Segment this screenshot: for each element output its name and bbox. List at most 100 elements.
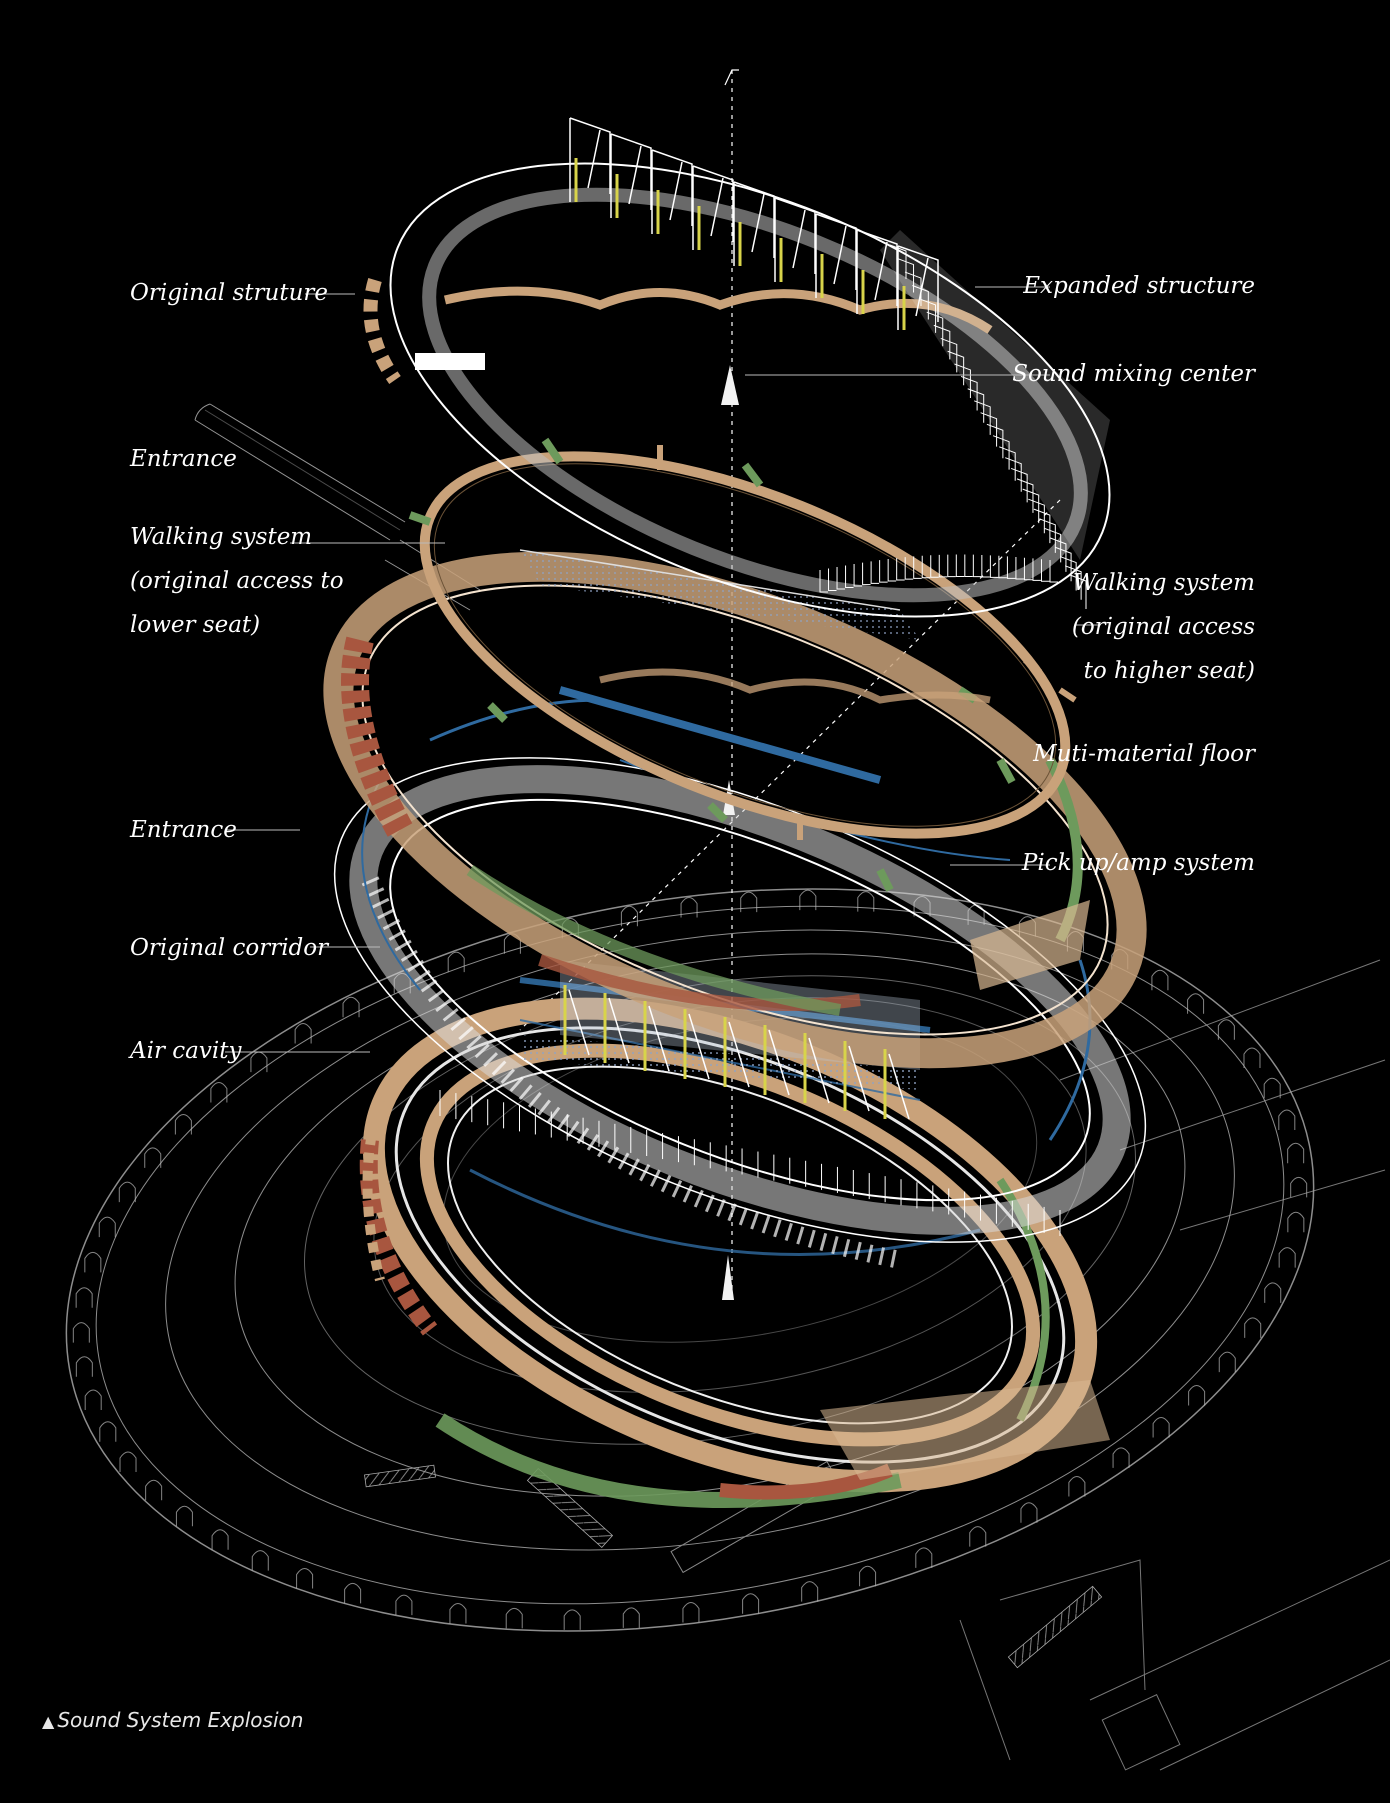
arch (680, 896, 698, 918)
expanded-canopy-frames (569, 117, 939, 330)
layer-floor-ring (323, 551, 1147, 1069)
label-air-cavity: Air cavity (130, 1029, 241, 1073)
base-amphitheatre-wireframe (65, 888, 1315, 1632)
bracket (541, 437, 564, 465)
arch (342, 996, 360, 1018)
triangle-icon: ▲ (42, 1712, 55, 1731)
canopy-frame (856, 229, 898, 314)
truss-bay (819, 570, 828, 593)
bracket (1058, 687, 1077, 703)
truss-bay (1044, 527, 1062, 563)
arch (75, 1356, 93, 1377)
truss-bay (1022, 488, 1040, 524)
mast-cable (648, 1005, 670, 1072)
bracket (408, 511, 432, 526)
arch (563, 1609, 581, 1630)
label-line: Entrance (130, 446, 237, 472)
canopy-brace (587, 129, 601, 189)
arch (72, 1322, 90, 1343)
arch (799, 889, 817, 911)
arch (1278, 1247, 1296, 1268)
arch (145, 1479, 163, 1501)
canopy-frame (692, 165, 734, 250)
truss-bay (972, 554, 982, 578)
bracket (707, 802, 728, 823)
truss-bay (1016, 478, 1034, 513)
truss-bay (862, 562, 871, 586)
arch (1243, 1047, 1261, 1069)
truss-bay (1033, 508, 1051, 544)
arch (1263, 1077, 1281, 1099)
truss-bay (1039, 518, 1056, 553)
label-line: Pick up/amp system (1021, 850, 1255, 876)
truss-bay (870, 561, 880, 584)
arch (75, 1287, 93, 1308)
canopy-brace (751, 193, 765, 253)
truss-bay (896, 558, 905, 581)
arch (622, 1607, 640, 1628)
label-expanded-structure: Expanded structure (1023, 264, 1255, 308)
caption-text: Sound System Explosion (57, 1708, 304, 1732)
layer-walking-ring (419, 451, 1071, 839)
arch (84, 1251, 102, 1273)
canopy-frame (569, 117, 611, 202)
truss-bay (1015, 556, 1024, 580)
truss-bay (1023, 557, 1033, 581)
truss-bay (887, 559, 897, 582)
bracket (487, 702, 508, 723)
truss-bay (999, 446, 1016, 481)
canopy-brace (915, 257, 929, 317)
arch (915, 1547, 933, 1568)
truss-bay (998, 555, 1007, 579)
truss-bay (853, 564, 863, 587)
label-line: Original struture (130, 280, 328, 306)
truss-bay (889, 244, 907, 279)
label-original-corridor: Original corridor (130, 926, 328, 970)
truss-bay (836, 566, 846, 590)
arch (742, 1593, 760, 1614)
arch (620, 905, 638, 927)
canopy-brace (792, 209, 806, 269)
mid-yellow-masts (563, 985, 910, 1120)
canopy-frame (815, 213, 857, 298)
label-line: Air cavity (130, 1038, 242, 1064)
label-multi-material-floor: Muti-material floor (1033, 732, 1255, 776)
arch (447, 951, 465, 973)
arch (859, 1565, 877, 1587)
truss-bay (981, 554, 990, 578)
label-line: lower seat) (130, 612, 261, 638)
label-entrance-lower: Entrance (130, 808, 237, 852)
label-line: (original access to (130, 568, 344, 594)
arch (251, 1550, 269, 1571)
label-entrance-upper: Entrance (130, 437, 237, 481)
arch (1244, 1317, 1262, 1338)
arch (250, 1051, 268, 1073)
arch (1112, 1447, 1130, 1468)
label-line: Expanded structure (1023, 273, 1255, 299)
truss-bay (1069, 574, 1087, 609)
arch (84, 1389, 102, 1410)
arch (1264, 1282, 1282, 1303)
mast-cable (728, 1021, 750, 1088)
arch (1188, 1384, 1206, 1406)
mast-cable (608, 997, 630, 1064)
truss-bay (926, 311, 944, 347)
arch (857, 891, 875, 912)
canopy-frame (651, 149, 693, 234)
arch (174, 1114, 192, 1135)
canopy-frame (774, 197, 816, 282)
arch (801, 1581, 819, 1602)
arch (1217, 1019, 1235, 1040)
label-line: Original corridor (130, 935, 329, 961)
label-line: Muti-material floor (1033, 741, 1255, 767)
arch (118, 1181, 136, 1203)
truss-bay (1054, 546, 1072, 582)
bracket (876, 868, 894, 892)
arch (682, 1602, 700, 1623)
truss-bay (947, 350, 965, 386)
label-line: Sound mixing center (1012, 361, 1255, 387)
truss-bay (954, 363, 971, 398)
truss-bay (897, 258, 915, 293)
site-lines (959, 959, 1390, 1771)
